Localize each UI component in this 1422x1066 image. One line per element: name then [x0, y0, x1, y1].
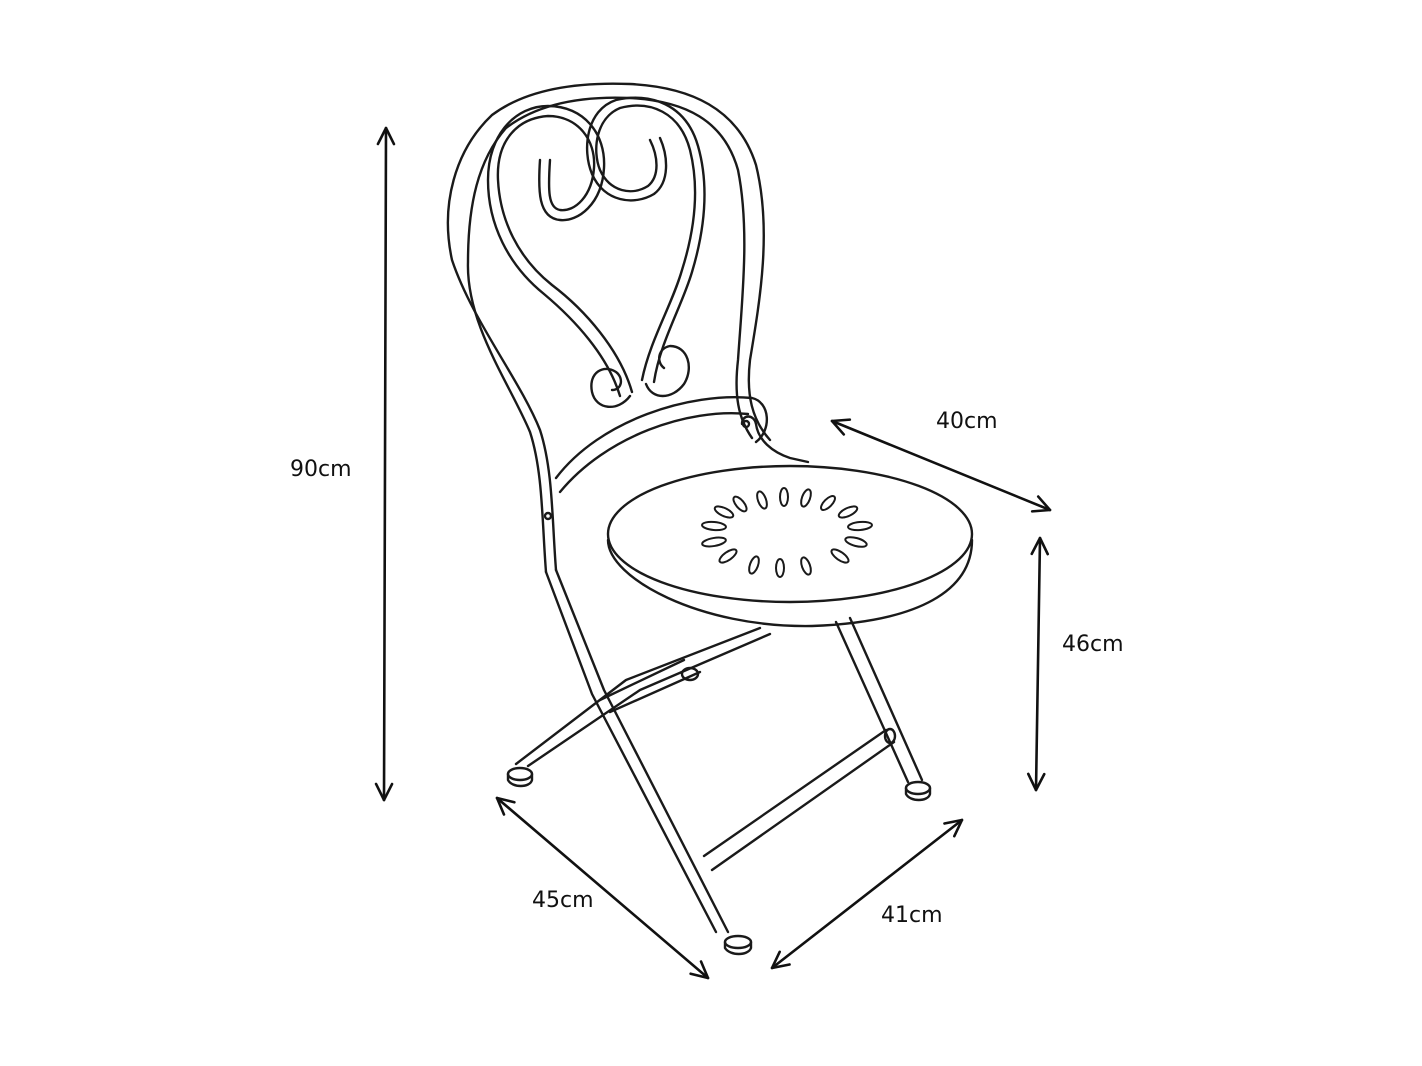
seat-back-rail: [554, 396, 769, 480]
height-label: 90cm: [290, 457, 352, 482]
backrest-scroll-right: [595, 104, 697, 382]
front-leg-left: [514, 626, 772, 768]
rear-leg-long: [544, 568, 730, 934]
base-width-arrow: [770, 818, 964, 970]
hinge-rivet-right: [741, 419, 751, 429]
seat-top: [606, 464, 974, 604]
base-width-label: 41cm: [881, 903, 943, 928]
base-depth-label: 45cm: [532, 888, 594, 913]
backrest-inner-frame: [466, 96, 754, 574]
hinge-rivet-left: [543, 511, 553, 521]
seat-depth-label: 40cm: [936, 409, 998, 434]
seat-depth-arrow: [830, 418, 1052, 513]
foot-cap-rear-left: [506, 766, 534, 782]
foot-stretcher: [702, 728, 896, 872]
backrest-scroll-left: [496, 114, 634, 394]
pivot-bolt: [680, 666, 700, 682]
seat-rim: [606, 538, 974, 628]
seat-sunburst-pattern: [701, 487, 873, 578]
stretcher-end: [883, 727, 897, 745]
seat-height-label: 46cm: [1062, 632, 1124, 657]
seat-height-arrow: [1026, 536, 1050, 792]
base-depth-arrow: [495, 796, 710, 980]
foot-cap-front-left-base: [723, 940, 753, 956]
foot-cap-rear-left-base: [506, 772, 534, 788]
backrest-scroll-left-inner: [486, 104, 622, 398]
height-arrow: [374, 126, 396, 802]
backrest-scroll-right-inner: [585, 96, 706, 384]
backrest-curl-left: [590, 367, 632, 408]
foot-cap-front-right-base: [904, 786, 932, 802]
front-leg-right: [834, 616, 924, 784]
backrest-outer-frame: [446, 82, 772, 572]
dimension-arrows: [374, 126, 1052, 980]
foot-cap-front-right: [904, 780, 932, 796]
backrest-curl-right: [644, 344, 690, 398]
seat-back-rail-inner: [558, 412, 750, 494]
hinge-bracket: [740, 415, 810, 464]
chair-drawing: [446, 82, 974, 956]
foot-cap-front-left: [723, 934, 753, 950]
